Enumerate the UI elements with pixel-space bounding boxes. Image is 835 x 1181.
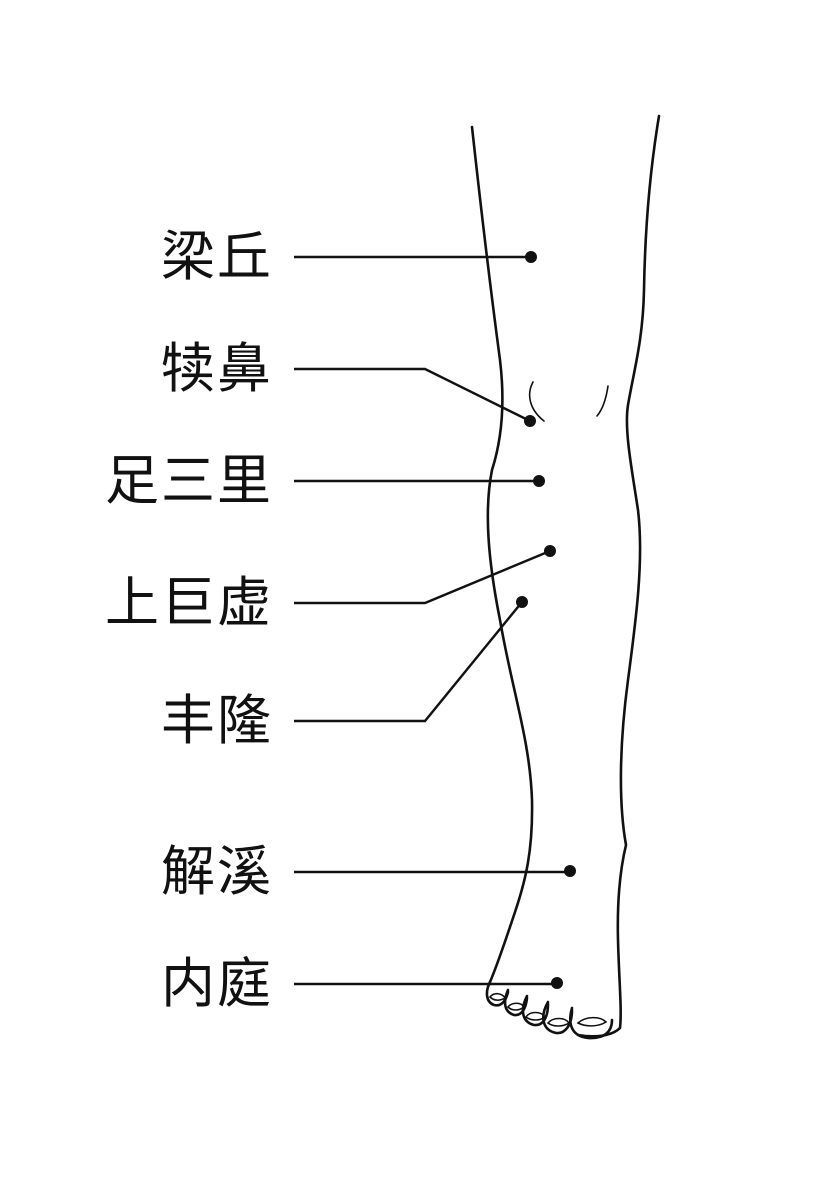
acupoint-marker-liangqiu [525, 251, 537, 263]
toe-1 [568, 1006, 614, 1040]
leader-line-fenglong [294, 601, 523, 723]
toe-nail-3 [524, 1011, 547, 1021]
toe-nail-1 [576, 1016, 608, 1027]
acupoint-label-neiting: 内庭 [161, 952, 273, 1015]
toes [485, 980, 614, 1040]
acupoint-marker-dubi [524, 415, 536, 427]
acupoint-label-fenglong: 丰隆 [161, 689, 273, 752]
leg-illustration [470, 114, 661, 1040]
acupoint-marker-jiexi [564, 865, 576, 877]
leader-line-shangjuxu [294, 549, 551, 605]
leg-inner-contour [576, 114, 661, 1038]
toe-nail-2 [546, 1017, 571, 1027]
acupoint-marker-fenglong [516, 596, 528, 608]
acupoint-label-zusanli: 足三里 [105, 449, 273, 512]
leg-outer-contour [470, 125, 534, 984]
acupoint-label-shangjuxu: 上巨虚 [105, 571, 273, 634]
knee-crease-right [596, 385, 609, 417]
leader-lines [294, 251, 576, 989]
acupoint-marker-shangjuxu [544, 545, 556, 557]
acupoint-label-liangqiu: 梁丘 [161, 225, 273, 288]
toe-nail-5 [488, 992, 507, 1001]
acupoint-label-jiexi: 解溪 [161, 840, 273, 903]
leader-line-dubi [294, 367, 531, 423]
acupoint-marker-neiting [551, 977, 563, 989]
acupoint-marker-zusanli [533, 475, 545, 487]
toe-4 [503, 988, 529, 1017]
toe-nail-4 [506, 1002, 526, 1011]
acupoint-label-dubi: 犊鼻 [161, 337, 273, 400]
knee-crease-left [528, 381, 545, 422]
